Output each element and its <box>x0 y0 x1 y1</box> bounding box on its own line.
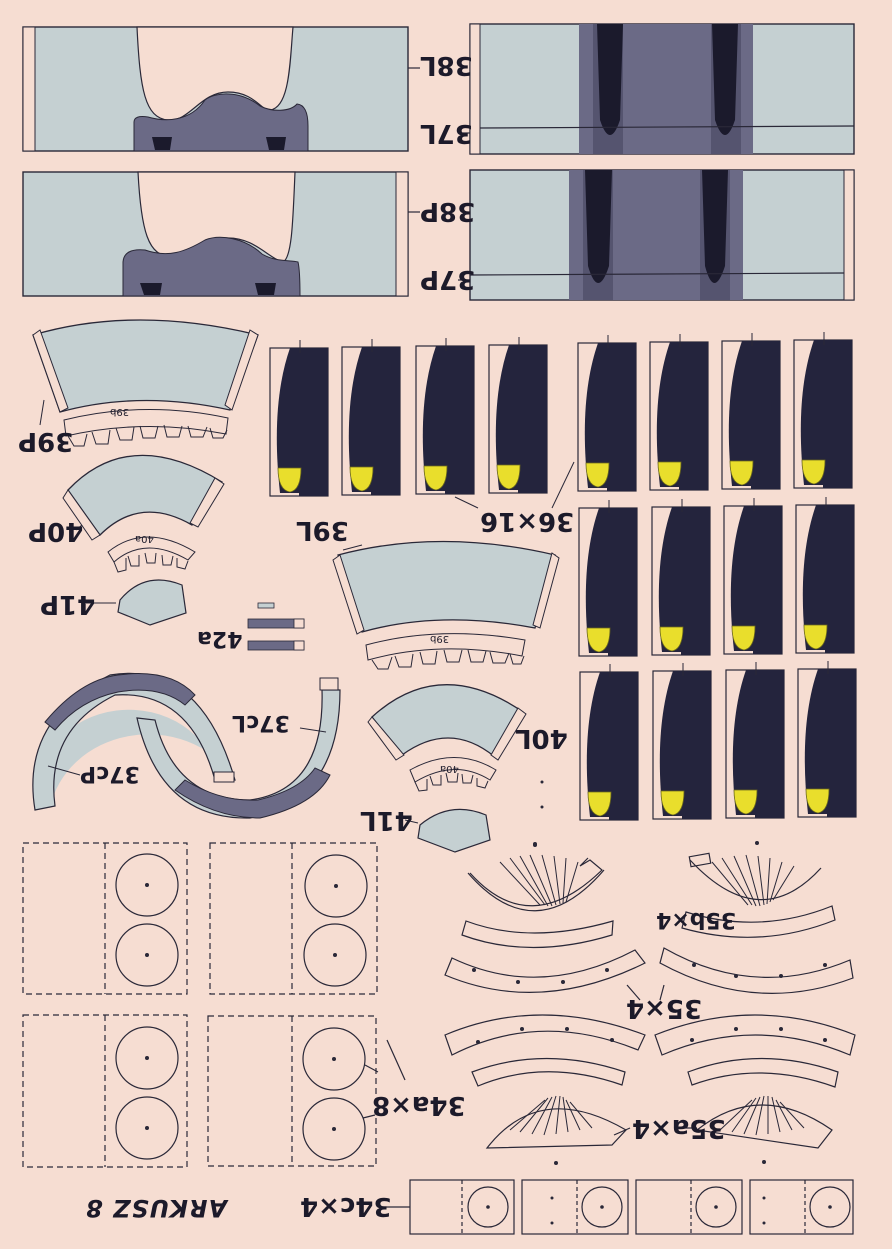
label-37P: 37P <box>420 264 476 294</box>
leader-lines <box>408 67 697 1136</box>
part-38L <box>22 26 409 152</box>
part-41P <box>86 579 187 626</box>
label-42a: 42a <box>197 626 243 651</box>
label-34c: 34c×4 <box>300 1191 392 1221</box>
part-39P <box>32 319 259 447</box>
label-40L: 40L <box>515 723 568 753</box>
label-37L: 37L <box>420 118 473 148</box>
part-40L <box>367 684 527 792</box>
label-40a-mid: 40a <box>440 763 459 774</box>
label-38L: 38L <box>420 50 473 80</box>
label-34a: 34a×8 <box>372 1090 466 1120</box>
part-41L <box>404 808 491 853</box>
part-37L-panel <box>469 23 855 155</box>
part-42a <box>247 602 305 651</box>
label-35: 35×4 <box>626 993 703 1023</box>
center-dots <box>145 780 544 1131</box>
label-39b-top: 39b <box>110 406 130 417</box>
part-36-blades <box>269 331 857 821</box>
part-34a-boxes <box>22 842 406 1168</box>
sheet-title: ARKUSZ 8 <box>85 1194 228 1222</box>
small-box-dots <box>486 1196 832 1225</box>
fan-rays <box>499 854 805 1136</box>
part-37P-panel <box>469 169 855 301</box>
label-35a: 35a×4 <box>632 1113 726 1143</box>
part-38P <box>22 171 409 297</box>
label-39L: 39L <box>296 515 349 545</box>
part-39L <box>332 540 560 670</box>
label-41L: 41L <box>360 805 413 835</box>
label-35b: 35b×4 <box>656 907 737 932</box>
label-37cL: 37cL <box>232 710 290 735</box>
arc-dots <box>472 841 827 1165</box>
label-41P: 41P <box>40 589 96 619</box>
part-37c-rings <box>32 672 341 819</box>
label-39P: 39P <box>18 426 74 456</box>
label-37cP: 37cP <box>80 761 140 786</box>
label-36x16: 36×16 <box>480 506 575 536</box>
label-38P: 38P <box>420 196 476 226</box>
label-40P: 40P <box>28 516 84 546</box>
part-40P <box>62 454 225 573</box>
label-39b-mid: 39b <box>430 633 450 644</box>
part-34c-boxes <box>382 1179 854 1235</box>
label-40a-top: 40a <box>135 533 154 544</box>
